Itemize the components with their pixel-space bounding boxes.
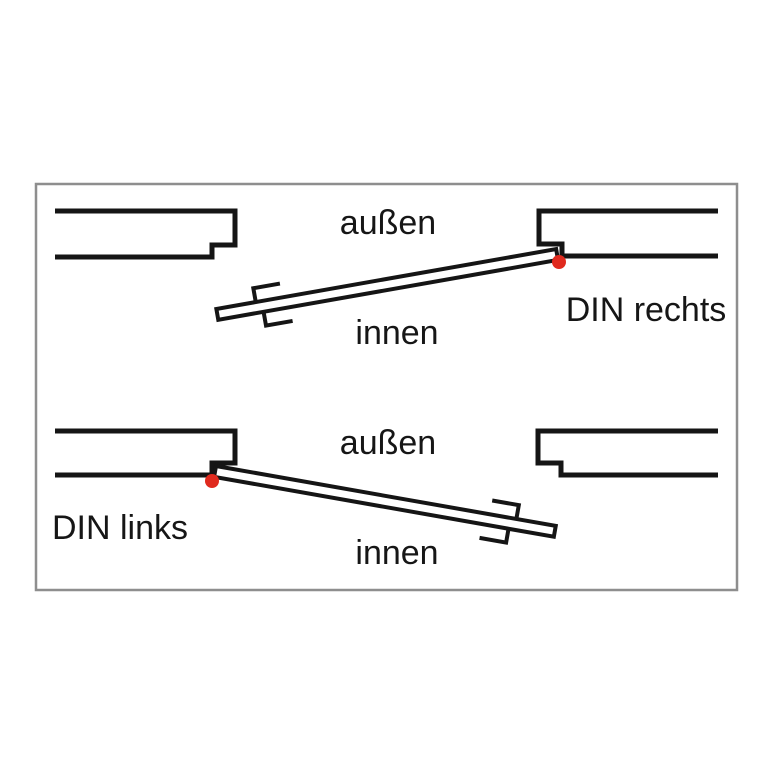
door-leaf-din-links <box>211 463 559 540</box>
door-handle-icon <box>261 310 293 328</box>
door-handle-icon <box>479 527 511 545</box>
label-din-links: DIN links <box>52 509 188 547</box>
wall-profile-bottom-right <box>535 428 718 478</box>
door-leaf-group-din-links <box>211 463 559 545</box>
door-leaf-group-din-rechts <box>214 246 561 328</box>
label-outside-top: außen <box>340 204 436 242</box>
label-inside-bottom: innen <box>355 534 438 572</box>
hinge-dot-din-links <box>205 474 219 488</box>
label-outside-bottom: außen <box>340 424 436 462</box>
door-handle-icon <box>491 498 522 521</box>
hinge-dot-din-rechts <box>552 255 566 269</box>
door-handle-icon <box>251 281 281 304</box>
diagram-frame <box>34 182 739 592</box>
wall-profile-top-left <box>55 208 238 260</box>
wall-profile-top-right <box>536 208 718 259</box>
wall-profile-bottom-left <box>55 428 238 478</box>
door-leaf-din-rechts <box>214 246 561 323</box>
label-din-rechts: DIN rechts <box>566 291 727 329</box>
label-inside-top: innen <box>355 314 438 352</box>
